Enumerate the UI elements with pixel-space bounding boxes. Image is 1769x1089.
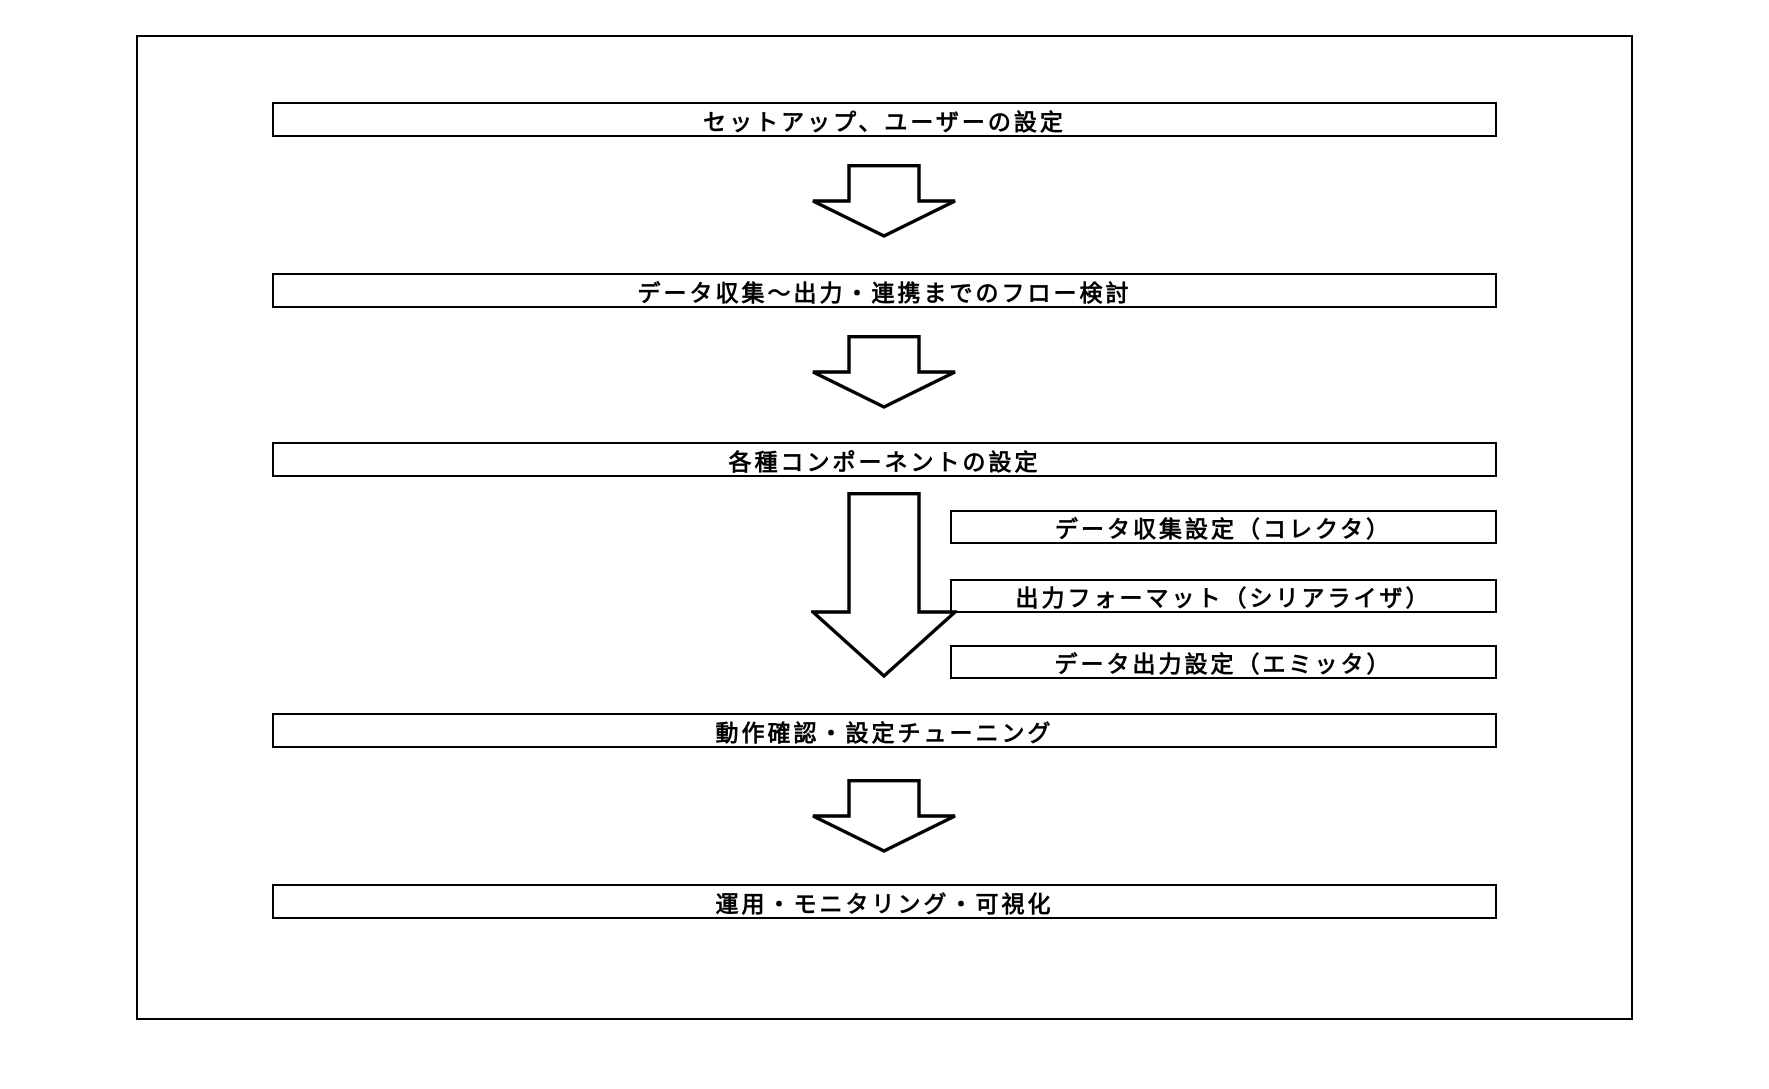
component-box-emitter: データ出力設定（エミッタ） — [950, 645, 1497, 679]
step-label-flow-design: データ収集～出力・連携までのフロー検討 — [637, 280, 1132, 307]
step-label-operation: 運用・モニタリング・可視化 — [715, 891, 1054, 918]
down-arrow-icon — [811, 335, 957, 409]
component-box-serializer: 出力フォーマット（シリアライザ） — [950, 579, 1497, 613]
step-label-tuning: 動作確認・設定チューニング — [715, 720, 1054, 747]
component-box-collector: データ収集設定（コレクタ） — [950, 510, 1497, 544]
down-arrow-icon — [811, 779, 957, 853]
step-box-flow-design: データ収集～出力・連携までのフロー検討 — [272, 273, 1497, 308]
step-box-component-config: 各種コンポーネントの設定 — [272, 442, 1497, 477]
step-box-operation: 運用・モニタリング・可視化 — [272, 884, 1497, 919]
component-label-collector: データ収集設定（コレクタ） — [1054, 517, 1393, 543]
component-label-emitter: データ出力設定（エミッタ） — [1054, 652, 1393, 678]
component-label-serializer: 出力フォーマット（シリアライザ） — [1015, 586, 1432, 612]
big-down-arrow-icon — [811, 492, 957, 678]
step-label-component-config: 各種コンポーネントの設定 — [728, 449, 1041, 476]
down-arrow-icon — [811, 164, 957, 238]
step-label-setup: セットアップ、ユーザーの設定 — [703, 109, 1066, 136]
step-box-tuning: 動作確認・設定チューニング — [272, 713, 1497, 748]
step-box-setup: セットアップ、ユーザーの設定 — [272, 102, 1497, 137]
